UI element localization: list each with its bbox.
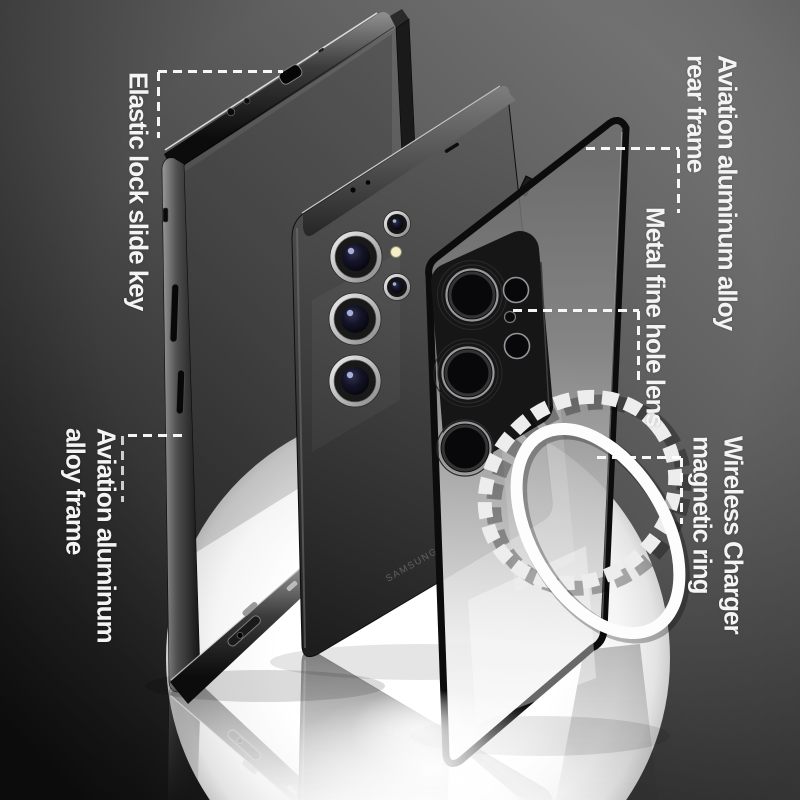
label-line: rear frame [681,55,712,173]
callout-line-wireless-h [597,456,682,459]
label-line: Aviation aluminum alloy [712,55,743,331]
callout-line-elastic-v [157,72,160,138]
callout-line-rear-frame-h [586,147,679,150]
callout-line-alloy-v [121,436,124,502]
label-metal-fine-hole-lens: Metal fine hole lens [640,207,671,427]
label-alloy-frame: Aviation aluminum alloy frame [60,428,122,643]
label-line: Aviation aluminum [91,428,122,643]
label-line: Metal fine hole lens [640,207,671,427]
callout-line-alloy-h [128,434,188,437]
label-line: alloy frame [60,428,91,555]
label-rear-frame: Aviation aluminum alloy rear frame [681,55,743,331]
label-wireless-charger-ring: Wireless Charger magnetic ring [687,436,749,634]
callout-line-rear-frame-v [677,149,680,213]
label-line: Elastic lock slide key [123,72,154,311]
callout-line-elastic-h [158,70,283,73]
callout-line-lens-h [513,309,639,312]
platform-light-glow-core [350,688,490,772]
label-elastic-lock-slide-key: Elastic lock slide key [123,72,154,310]
callout-line-wireless-v [680,458,683,524]
label-line: magnetic ring [687,436,718,594]
label-line: Wireless Charger [718,436,749,634]
callout-line-lens-v [637,311,640,382]
